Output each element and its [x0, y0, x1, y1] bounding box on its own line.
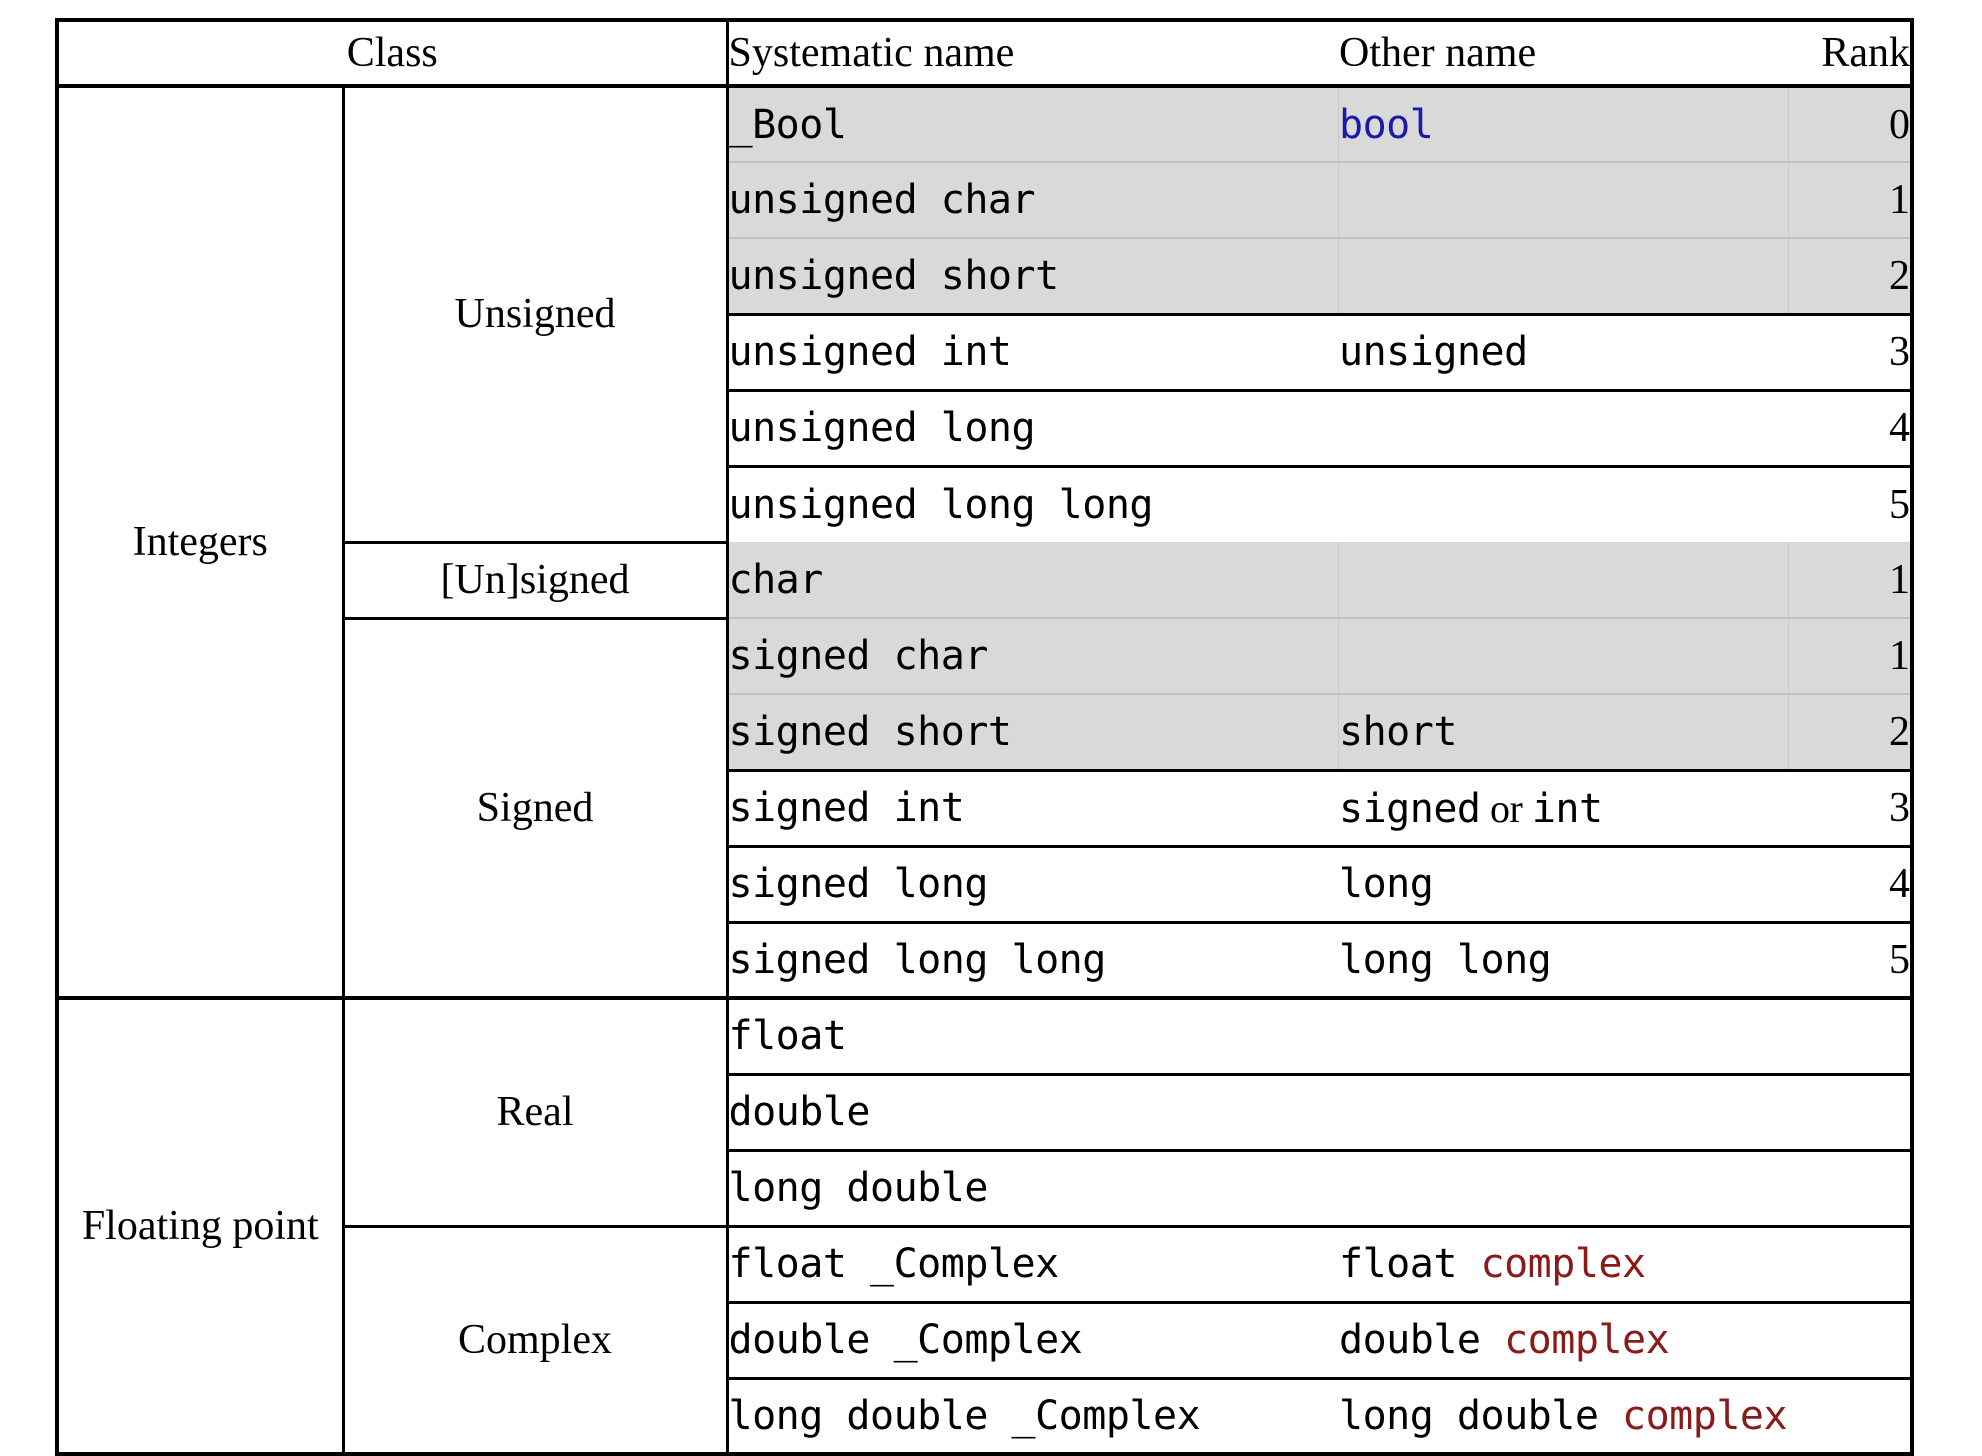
cell-other-name — [1339, 1072, 1790, 1150]
table-header-row: Class Systematic name Other name Rank — [57, 20, 1913, 88]
cell-rank — [1789, 1148, 1913, 1226]
c-types-table: Class Systematic name Other name Rank In… — [55, 18, 1915, 1456]
cell-systematic-name: _Bool — [727, 86, 1340, 162]
cell-systematic-name: signed long — [727, 844, 1340, 922]
cell-systematic-name: unsigned int — [727, 312, 1340, 390]
cell-other-name — [1339, 996, 1790, 1074]
keyword-bool: bool — [1339, 101, 1434, 148]
cell-rank: 0 — [1789, 86, 1913, 162]
cell-systematic-name: signed long long — [727, 920, 1340, 998]
cell-rank: 4 — [1789, 388, 1913, 466]
table-row: unsigned short 2 — [57, 237, 1913, 314]
cell-systematic-name: float — [727, 996, 1340, 1074]
cell-other-name — [1339, 161, 1790, 238]
subclass-un-signed: [Un]signed — [343, 542, 729, 620]
cell-systematic-name: long double _Complex — [727, 1376, 1340, 1454]
cell-other-name: unsigned — [1339, 312, 1790, 390]
cell-systematic-name: signed char — [727, 617, 1340, 694]
cell-rank: 3 — [1789, 768, 1913, 846]
cell-rank: 4 — [1789, 844, 1913, 922]
table-row: unsigned char 1 — [57, 161, 1913, 238]
cell-other-name: long long — [1339, 920, 1790, 998]
cell-other-name: long — [1339, 844, 1790, 922]
cell-rank — [1789, 996, 1913, 1074]
cell-systematic-name: signed short — [727, 693, 1340, 770]
cell-other-name — [1339, 237, 1790, 314]
table-row: signed short short 2 — [57, 693, 1913, 770]
type-float: float — [1339, 1241, 1481, 1287]
cell-systematic-name: char — [727, 542, 1340, 618]
cell-other-name — [1339, 464, 1790, 542]
cell-rank: 1 — [1789, 542, 1913, 618]
table-row: [Un]signed char 1 — [57, 542, 1913, 620]
table-row: signed int signed or int 3 — [57, 768, 1913, 846]
type-double: double — [1339, 1317, 1505, 1363]
cell-systematic-name: long double — [727, 1148, 1340, 1226]
header-other-name: Other name — [1339, 20, 1790, 88]
cell-rank: 2 — [1789, 237, 1913, 314]
cell-rank: 5 — [1789, 920, 1913, 998]
keyword-complex: complex — [1622, 1392, 1788, 1439]
table-row: Signed signed char 1 — [57, 617, 1913, 998]
subclass-unsigned: Unsigned — [343, 86, 729, 544]
conjunction-or: or — [1480, 785, 1532, 831]
table-row: signed long long 4 — [57, 844, 1913, 922]
cell-systematic-name: float _Complex — [727, 1224, 1340, 1302]
keyword-complex: complex — [1504, 1317, 1670, 1363]
table-row: Integers Unsigned _Bool bool 0 — [57, 86, 1913, 998]
table-row: long double — [57, 1148, 1913, 1226]
header-class: Class — [57, 20, 729, 88]
cell-rank: 2 — [1789, 693, 1913, 770]
table-row: unsigned long 4 — [57, 388, 1913, 466]
cell-systematic-name: unsigned long long — [727, 464, 1340, 542]
table-row: unsigned int unsigned 3 — [57, 312, 1913, 390]
page-canvas: Class Systematic name Other name Rank In… — [55, 18, 1915, 1456]
cell-other-name: signed or int — [1339, 768, 1790, 846]
cell-systematic-name: unsigned short — [727, 237, 1340, 314]
cell-rank: 5 — [1789, 464, 1913, 542]
cell-rank: 3 — [1789, 312, 1913, 390]
keyword-complex: complex — [1480, 1241, 1647, 1287]
cell-systematic-name: unsigned long — [727, 388, 1340, 466]
cell-other-name: float complex — [1339, 1224, 1913, 1302]
type-long-double: long double — [1339, 1392, 1622, 1439]
cell-other-name: long double complex — [1339, 1376, 1913, 1454]
keyword-signed: signed — [1339, 785, 1481, 832]
cell-systematic-name: signed int — [727, 768, 1340, 846]
table-row: signed long long long long 5 — [57, 920, 1913, 998]
cell-systematic-name: double _Complex — [727, 1300, 1340, 1378]
class-integers: Integers — [57, 86, 345, 998]
cell-rank: 1 — [1789, 617, 1913, 694]
subclass-real: Real — [343, 996, 729, 1228]
cell-other-name: short — [1339, 693, 1790, 770]
subclass-complex: Complex — [343, 1226, 729, 1454]
cell-other-name — [1339, 388, 1790, 466]
keyword-int: int — [1531, 785, 1603, 832]
cell-systematic-name: double — [727, 1072, 1340, 1150]
header-systematic-name: Systematic name — [727, 20, 1340, 88]
table-row: unsigned long long 5 — [57, 464, 1913, 542]
cell-rank — [1789, 1072, 1913, 1150]
cell-rank: 1 — [1789, 161, 1913, 238]
cell-other-name: double complex — [1339, 1300, 1913, 1378]
cell-other-name: bool — [1339, 86, 1790, 162]
cell-systematic-name: unsigned char — [727, 161, 1340, 238]
class-floating-point: Floating point — [57, 996, 345, 1454]
table-row: Floating point Real float — [57, 996, 1913, 1454]
cell-other-name — [1339, 617, 1790, 694]
subclass-signed: Signed — [343, 618, 729, 998]
cell-other-name — [1339, 1148, 1790, 1226]
header-rank: Rank — [1789, 20, 1913, 88]
table-row: double — [57, 1072, 1913, 1150]
cell-other-name — [1339, 542, 1790, 618]
